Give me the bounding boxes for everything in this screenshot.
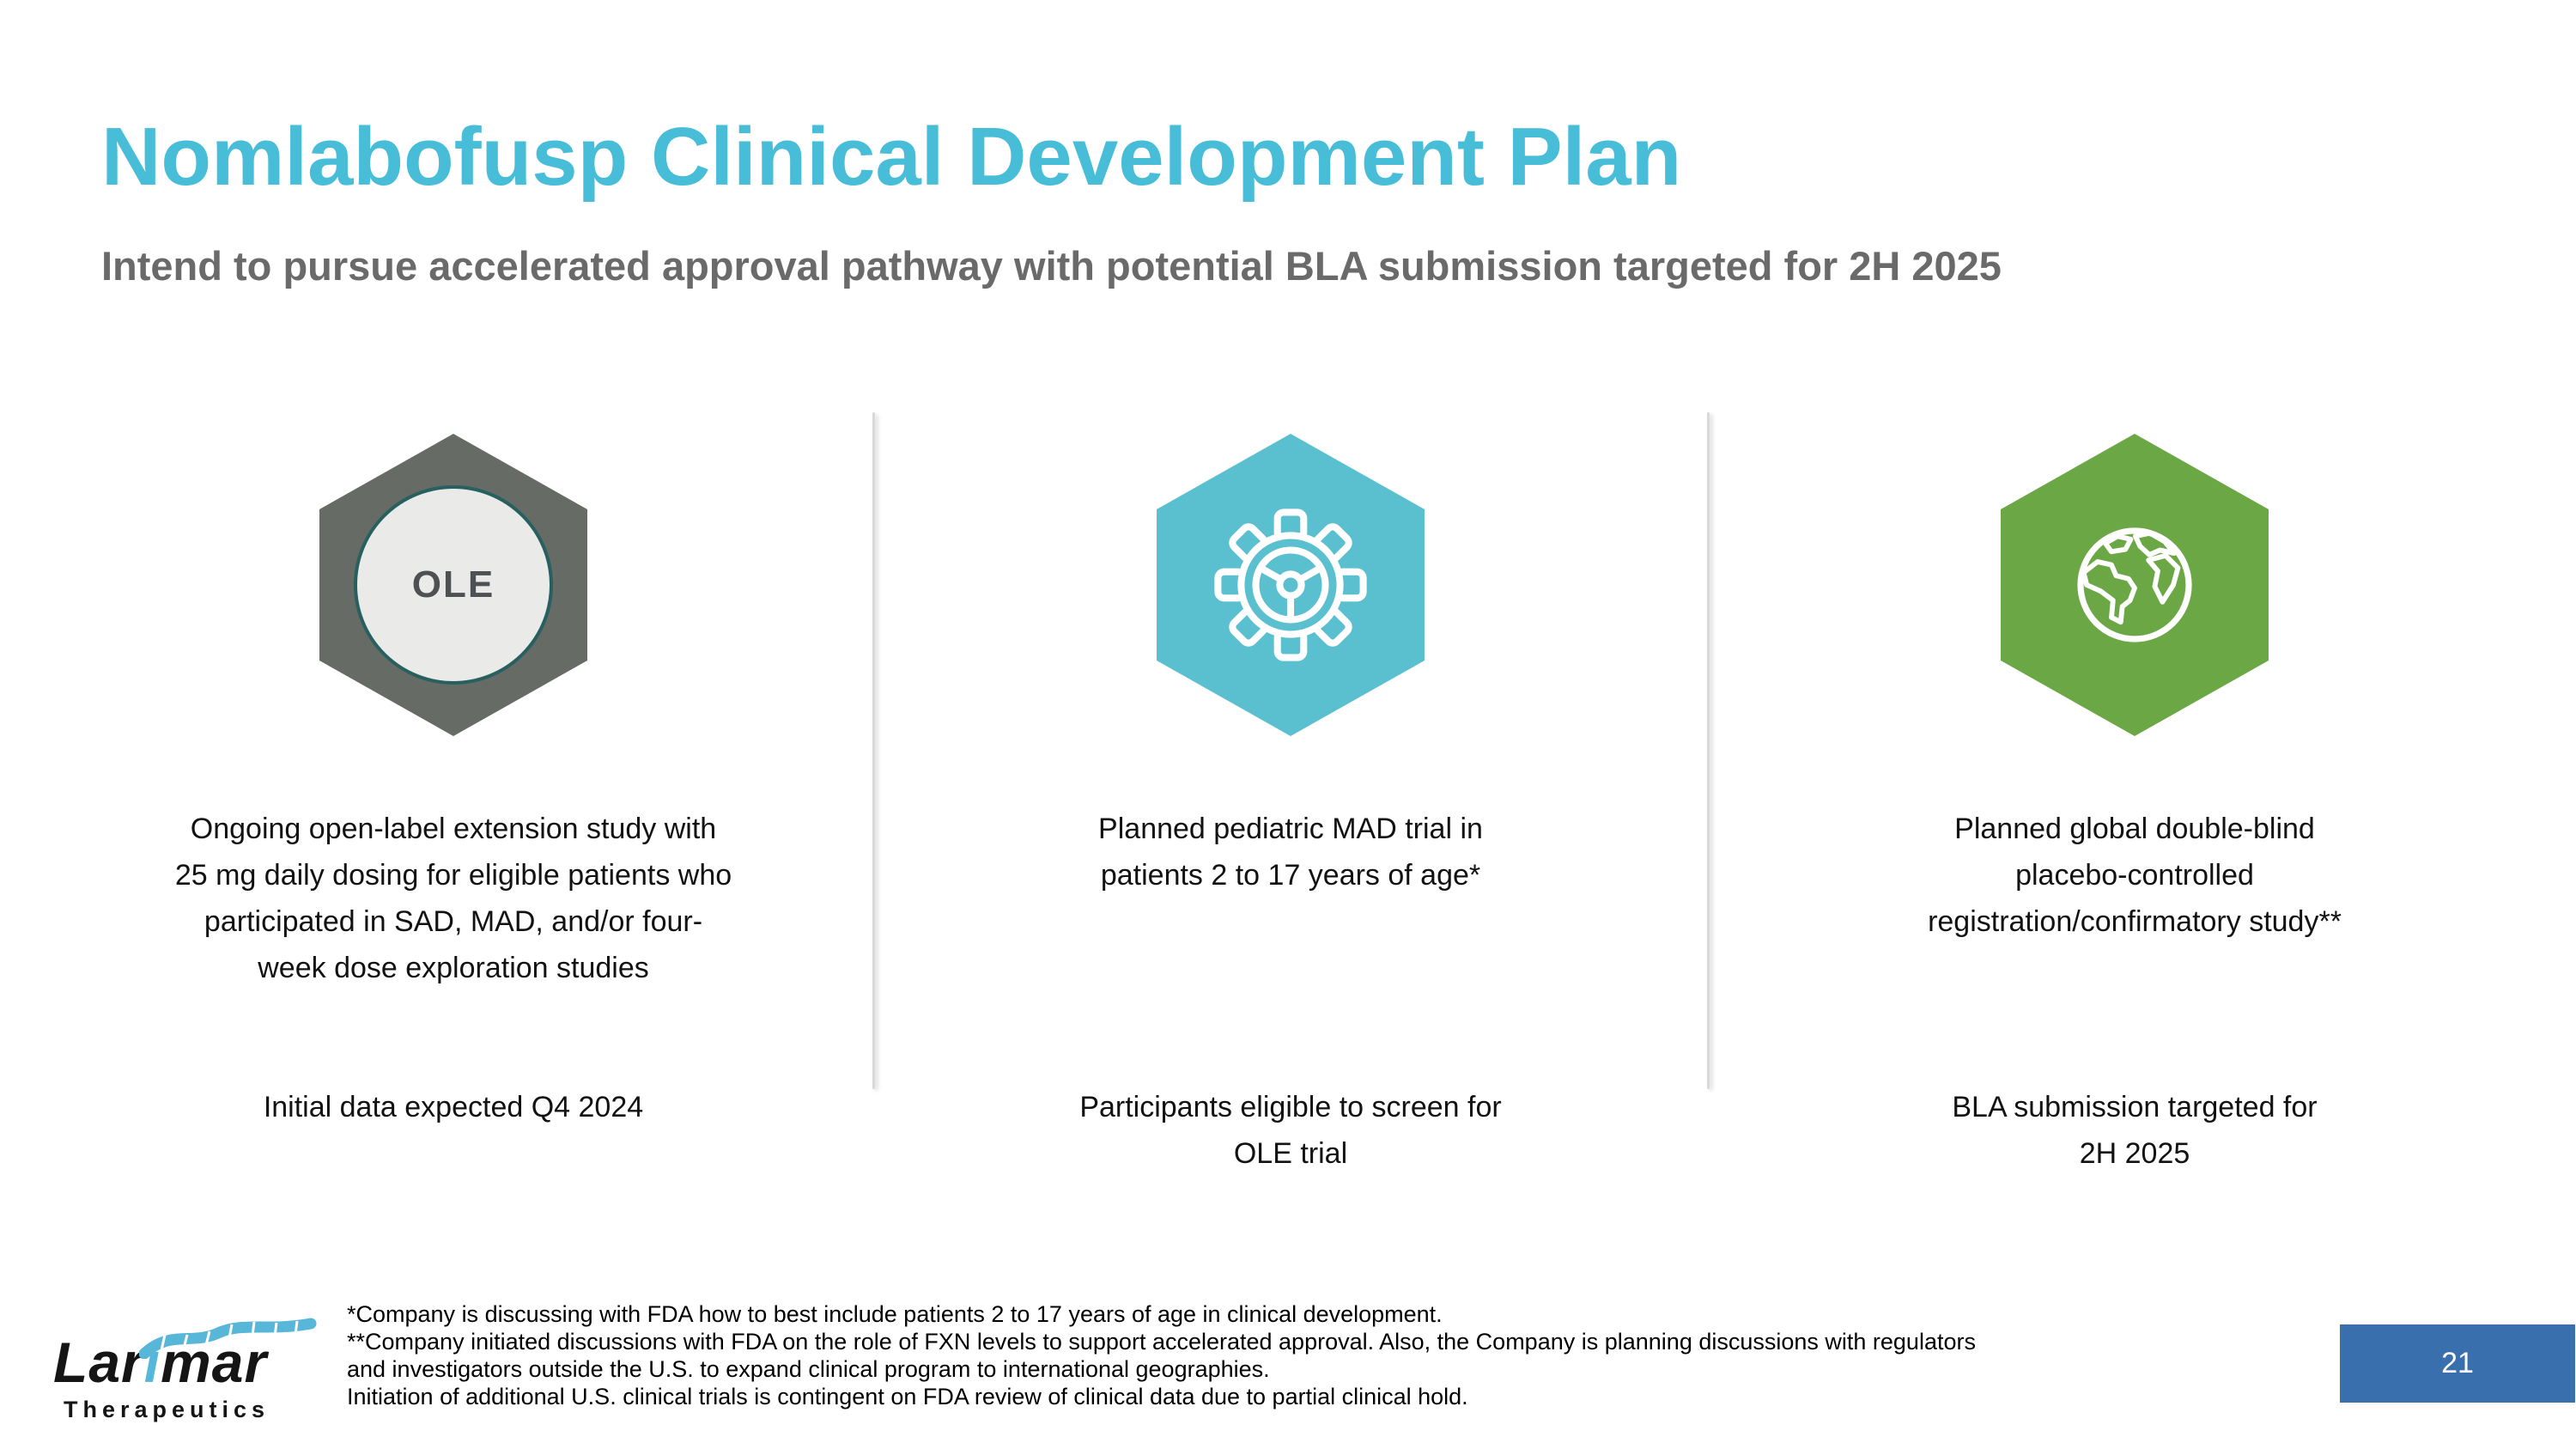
description-line: Planned global double-blind <box>1954 813 2315 845</box>
description-line: Planned pediatric MAD trial in <box>1098 813 1483 845</box>
helix-ribbon-icon <box>139 1318 317 1359</box>
milestone-line: BLA submission targeted for <box>1952 1091 2318 1123</box>
page-number: 21 <box>2441 1347 2474 1379</box>
gear-icon <box>1214 508 1367 661</box>
column-milestone: Initial data expected Q4 2024 <box>34 1084 872 1130</box>
column-ole-study: OLE Ongoing open-label extension study w… <box>34 0 872 1449</box>
ole-badge-label: OLE <box>411 563 495 606</box>
description-line: 25 mg daily dosing for eligible patients… <box>174 859 732 892</box>
column-global-study: Planned global double-blind placebo-cont… <box>1710 0 2559 1449</box>
footnote-line: Initiation of additional U.S. clinical t… <box>347 1384 1468 1409</box>
ole-hexagon: OLE <box>319 434 587 736</box>
column-description: Planned pediatric MAD trial in patients … <box>878 806 1704 898</box>
logo-subtext: Therapeutics <box>64 1397 270 1422</box>
footnotes: *Company is discussing with FDA how to b… <box>347 1300 2287 1410</box>
logo-text: Lar <box>53 1330 144 1394</box>
description-line: placebo-controlled <box>2015 859 2254 892</box>
column-pediatric-mad: Planned pediatric MAD trial in patients … <box>878 0 1704 1449</box>
milestone-line: Participants eligible to screen for <box>1079 1091 1502 1123</box>
milestone-line: OLE trial <box>1233 1137 1348 1170</box>
column-milestone: BLA submission targeted for 2H 2025 <box>1710 1084 2559 1177</box>
description-line: week dose exploration studies <box>258 952 649 984</box>
page-subtitle: Intend to pursue accelerated approval pa… <box>101 243 2002 289</box>
page-number-badge: 21 <box>2340 1324 2575 1403</box>
larimar-logo: Larimar Therapeutics <box>53 1318 328 1441</box>
page-title: Nomlabofusp Clinical Development Plan <box>101 111 1682 203</box>
description-line: participated in SAD, MAD, and/or four- <box>204 905 703 938</box>
footnote-line: and investigators outside the U.S. to ex… <box>347 1356 1270 1382</box>
milestone-line: 2H 2025 <box>2079 1137 2190 1170</box>
globe-icon <box>2077 527 2192 642</box>
column-description: Planned global double-blind placebo-cont… <box>1710 806 2559 945</box>
column-description: Ongoing open-label extension study with … <box>34 806 872 991</box>
description-line: Ongoing open-label extension study with <box>190 813 717 845</box>
column-divider <box>1707 412 1710 1089</box>
footnote-line: **Company initiated discussions with FDA… <box>347 1329 1976 1355</box>
column-divider <box>872 412 875 1089</box>
footnote-line: *Company is discussing with FDA how to b… <box>347 1301 1443 1327</box>
globe-hexagon <box>2001 434 2269 736</box>
milestone-line: Initial data expected Q4 2024 <box>263 1091 644 1123</box>
column-milestone: Participants eligible to screen for OLE … <box>878 1084 1704 1177</box>
description-line: registration/confirmatory study** <box>1928 905 2342 938</box>
description-line: patients 2 to 17 years of age* <box>1100 859 1481 892</box>
gear-hexagon <box>1157 434 1425 736</box>
ole-badge: OLE <box>354 485 553 685</box>
